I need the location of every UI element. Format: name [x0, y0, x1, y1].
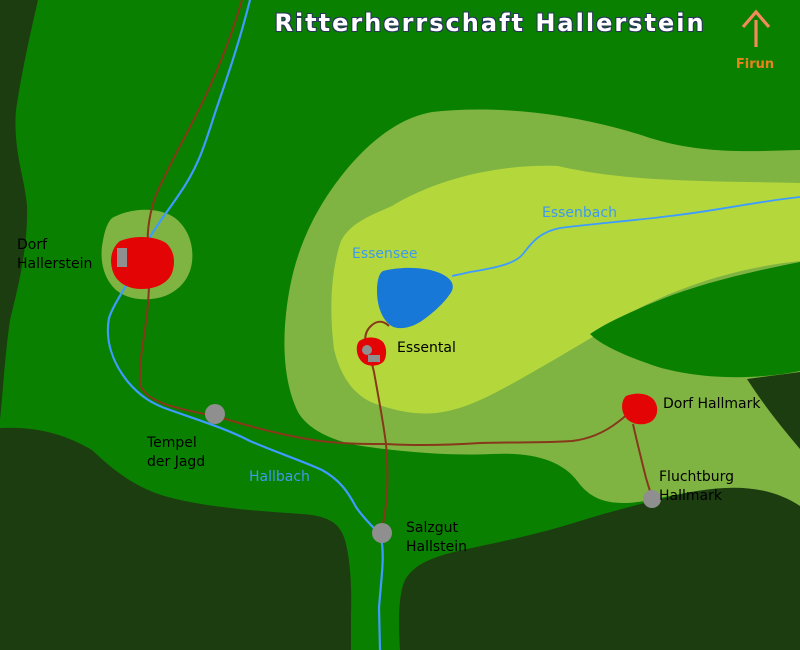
- forest-region-left-strip: [0, 0, 38, 420]
- road-lake-spur-path: [364, 320, 390, 345]
- fluchtburg-marker: [643, 490, 661, 508]
- hallerstein-building-marker: [117, 248, 127, 267]
- forest-region-bottom-left: [0, 427, 352, 650]
- label-essensee: Essensee: [352, 246, 418, 262]
- label-dorf-hallmark: Dorf Hallmark: [663, 396, 761, 412]
- salzgut-marker: [372, 523, 392, 543]
- forest-region-bottom-right: [399, 462, 800, 650]
- label-dorf-hallerstein: Dorf Hallerstein: [17, 237, 93, 272]
- label-essental: Essental: [397, 340, 456, 356]
- temple-marker: [205, 404, 225, 424]
- river-hallbach-path: [106, 0, 384, 650]
- village-hallmark-marker: [622, 393, 658, 425]
- river-essenbach-path: [451, 196, 800, 277]
- central-hill-inner: [331, 165, 800, 414]
- north-arrow-icon: [741, 9, 771, 47]
- forest-wedge-east: [747, 372, 800, 449]
- compass-label: Firun: [735, 57, 775, 72]
- valley-wedge-east: [590, 262, 800, 378]
- lake-essensee: [377, 267, 453, 329]
- label-fluchtburg-hallmark: Fluchtburg Hallmark: [659, 469, 735, 504]
- label-tempel-der-jagd: Tempel der Jagd: [147, 435, 206, 470]
- label-salzgut-hallstein: Salzgut Hallstein: [406, 520, 468, 555]
- label-essenbach: Essenbach: [542, 205, 617, 221]
- road-main-path: [138, 0, 629, 447]
- label-hallbach: Hallbach: [249, 469, 310, 485]
- map-title: Ritterherrschaft Hallerstein: [274, 9, 706, 37]
- essental-building-rect-marker: [368, 355, 380, 362]
- essental-building-round-marker: [362, 345, 372, 355]
